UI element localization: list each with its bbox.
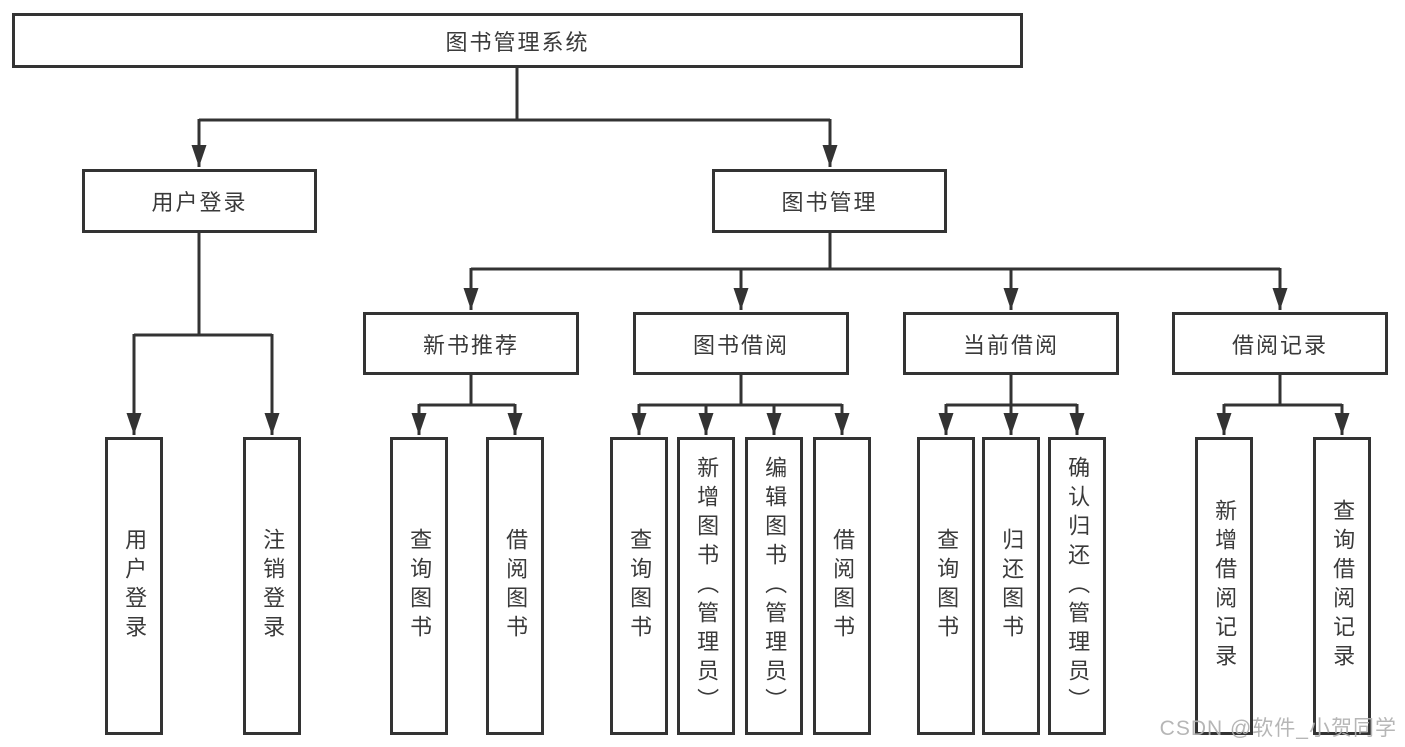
leaf-logout: 注销登录 — [243, 437, 301, 735]
node-new-book-recommend-label: 新书推荐 — [422, 332, 519, 358]
node-library-system: 图书管理系统 — [12, 13, 1023, 68]
leaf-cb-query-books: 查询图书 — [917, 437, 975, 735]
connector-current-borrow-to-leaves — [938, 375, 1085, 435]
leaf-user-login-label: 用户登录 — [122, 528, 148, 644]
leaf-br-query-borrow-record-label: 查询借阅记录 — [1330, 499, 1356, 673]
connector-borrow-records-to-leaves — [1216, 375, 1350, 435]
leaf-br-add-borrow-record-label: 新增借阅记录 — [1212, 499, 1238, 673]
node-new-book-recommend: 新书推荐 — [363, 312, 579, 375]
leaf-bb-query-books: 查询图书 — [610, 437, 668, 735]
leaf-bb-edit-books-admin: 编辑图书（管理员） — [745, 437, 803, 735]
leaf-nb-borrow-books-label: 借阅图书 — [503, 528, 529, 644]
leaf-cb-query-books-label: 查询图书 — [934, 528, 960, 644]
node-borrow-records-label: 借阅记录 — [1231, 332, 1328, 358]
leaf-cb-confirm-return-admin: 确认归还（管理员） — [1048, 437, 1106, 735]
leaf-bb-add-books-admin: 新增图书（管理员） — [677, 437, 735, 735]
leaf-cb-confirm-return-admin-label: 确认归还（管理员） — [1065, 455, 1091, 717]
node-book-management-label: 图书管理 — [781, 190, 878, 215]
node-user-login-label: 用户登录 — [151, 190, 248, 215]
node-library-system-label: 图书管理系统 — [445, 29, 590, 55]
node-borrow-records: 借阅记录 — [1172, 312, 1388, 375]
leaf-nb-query-books: 查询图书 — [390, 437, 448, 735]
leaf-cb-return-books-label: 归还图书 — [999, 528, 1025, 644]
connector-book-borrow-to-leaves — [631, 375, 850, 435]
leaf-br-query-borrow-record: 查询借阅记录 — [1313, 437, 1371, 735]
leaf-bb-edit-books-admin-label: 编辑图书（管理员） — [762, 455, 788, 717]
connector-book-management-to-level2 — [463, 233, 1288, 310]
leaf-cb-return-books: 归还图书 — [982, 437, 1040, 735]
leaf-br-add-borrow-record: 新增借阅记录 — [1195, 437, 1253, 735]
node-book-management: 图书管理 — [712, 169, 947, 233]
connector-new-book-recommend-to-leaves — [411, 375, 523, 435]
csdn-watermark: CSDN @软件_小贺同学 — [1159, 717, 1397, 740]
node-current-borrow-label: 当前借阅 — [962, 332, 1059, 358]
leaf-bb-borrow-books: 借阅图书 — [813, 437, 871, 735]
leaf-logout-label: 注销登录 — [260, 528, 286, 644]
node-current-borrow: 当前借阅 — [903, 312, 1119, 375]
node-user-login: 用户登录 — [82, 169, 317, 233]
connector-user-login-to-leaves — [126, 233, 280, 435]
leaf-nb-query-books-label: 查询图书 — [407, 528, 433, 644]
connector-root-to-level1 — [191, 67, 838, 167]
node-book-borrow: 图书借阅 — [633, 312, 849, 375]
leaf-bb-query-books-label: 查询图书 — [627, 528, 653, 644]
leaf-bb-borrow-books-label: 借阅图书 — [830, 528, 856, 644]
leaf-nb-borrow-books: 借阅图书 — [486, 437, 544, 735]
leaf-user-login: 用户登录 — [105, 437, 163, 735]
node-book-borrow-label: 图书借阅 — [692, 332, 789, 358]
leaf-bb-add-books-admin-label: 新增图书（管理员） — [694, 455, 720, 717]
